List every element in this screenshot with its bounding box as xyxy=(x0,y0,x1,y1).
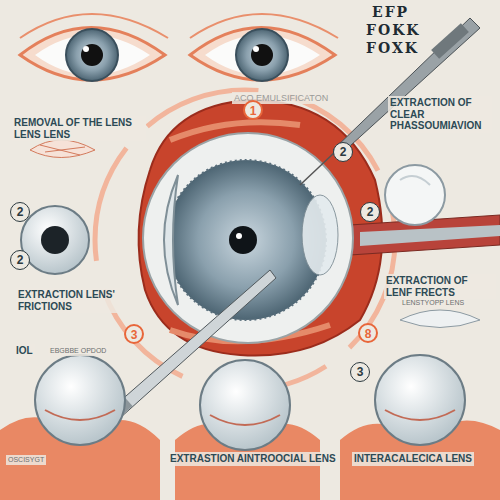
step-label: EXTRACTION OF LENF FRECTS xyxy=(384,274,496,299)
small-note: OSCISYGT xyxy=(6,455,46,465)
eye-chart-line: EFP xyxy=(372,4,409,20)
step-label: EXTRACTION OF CLEAR PHASSOUMIAVION xyxy=(388,96,492,133)
callout-number: 3 xyxy=(124,324,144,344)
callout-number: 8 xyxy=(358,323,378,343)
callout-number: 2 xyxy=(10,202,30,222)
callout-number: 3 xyxy=(350,362,370,382)
callout-number: 2 xyxy=(10,250,30,270)
callout-number: 1 xyxy=(243,100,263,120)
step-label: REMOVAL OF THE LENS LENS LENS xyxy=(12,116,146,141)
step-label: EXTRACTION LENS' FRICTIONS xyxy=(16,288,120,313)
step-label: INTERACALECICA LENS xyxy=(352,452,474,466)
callout-number: 2 xyxy=(333,142,353,162)
step-label: EXTRASTION AINTROOCIAL LENS xyxy=(168,452,338,466)
top-eyes xyxy=(20,14,338,81)
eye-chart-line: FOXK xyxy=(366,40,419,56)
small-note: EBGBBE OPDOD xyxy=(48,346,108,356)
eye-chart-line: FOKK xyxy=(366,22,420,38)
small-note: LENSTYOPP LENS xyxy=(400,298,466,308)
callout-number: 2 xyxy=(360,202,380,222)
part-label: IOL xyxy=(14,344,35,358)
